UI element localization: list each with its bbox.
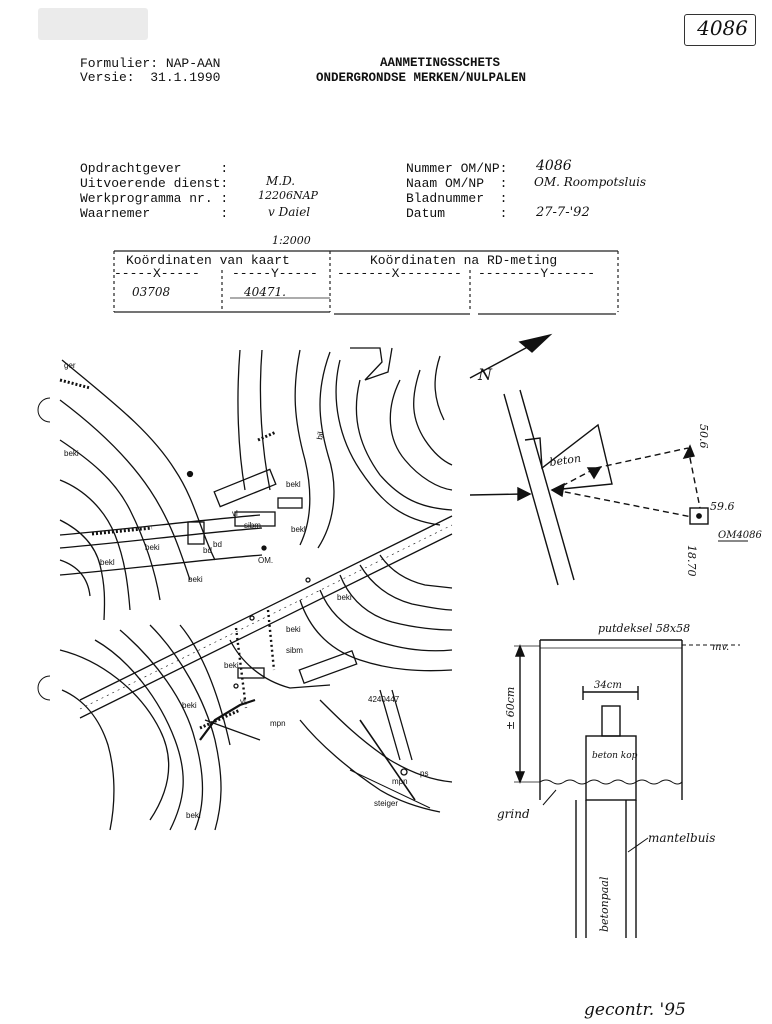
map-label-bd-1: bd xyxy=(203,546,212,555)
map-label-beki-8: beki xyxy=(182,701,197,710)
section-mantelbuis: mantelbuis xyxy=(648,831,715,845)
section-mv: mv. xyxy=(712,642,729,653)
field-label-datum: Datum : xyxy=(406,206,508,221)
map-label-bd-2: bd xyxy=(213,540,222,549)
map-label-bekl-2: bekl xyxy=(286,480,301,489)
version-label: Versie: 31.1.1990 xyxy=(80,70,221,85)
sketch-beton: beton xyxy=(549,452,582,469)
coord-x-label: -----X----- xyxy=(114,266,200,281)
map-label-num: 4240447 xyxy=(368,695,400,704)
coord-rd-y-label: --------Y------ xyxy=(478,266,596,281)
scale-note: 1:2000 xyxy=(272,234,311,247)
field-label-werkprogramma: Werkprogramma nr. : xyxy=(80,191,229,206)
field-label-naam: Naam OM/NP : xyxy=(406,176,508,191)
coord-header-rd: Koördinaten na RD-meting xyxy=(370,253,558,268)
map-label-beki-2: beki xyxy=(145,543,160,552)
map-label-beki-6: beki xyxy=(224,661,239,670)
scan-smudge xyxy=(38,8,148,40)
map-label-ps: ps xyxy=(420,769,428,778)
map-label-bekl-3: bekl xyxy=(291,525,306,534)
field-value-werkprogramma: 12206NAP xyxy=(258,189,318,202)
cross-section xyxy=(514,639,740,938)
map-label-beki-4: beki xyxy=(286,625,301,634)
checked-note: gecontr. '95 xyxy=(584,1000,686,1020)
field-label-opdrachtgever: Opdrachtgever : xyxy=(80,161,229,176)
map-label-beki-1: beki xyxy=(64,449,79,458)
field-value-datum: 27-7-'92 xyxy=(536,205,590,220)
field-value-naam: OM. Roompotsluis xyxy=(534,175,647,189)
sketch-dist-1: 59.6 xyxy=(710,500,735,513)
north-label: N xyxy=(477,365,493,384)
map-label-mpn-1: mpn xyxy=(270,719,286,728)
title-line-1: AANMETINGSSCHETS xyxy=(380,56,501,70)
coord-y-label: -----Y----- xyxy=(232,266,318,281)
map-label-beki-3: beki xyxy=(188,575,203,584)
location-sketch xyxy=(469,333,748,586)
sketch-dist-3: 18.70 xyxy=(685,545,698,577)
map-label-sibm-1: sibm xyxy=(244,521,261,530)
map-label-beki-7: beki xyxy=(186,811,201,820)
field-value-waarnemer: v Daiel xyxy=(268,205,311,219)
map-label-vl-1: vl xyxy=(232,509,238,518)
field-value-dienst: M.D. xyxy=(266,174,296,188)
section-betonpaal: betonpaal xyxy=(598,876,611,932)
coord-header-map: Koördinaten van kaart xyxy=(126,253,290,268)
section-putdeksel: putdeksel 58x58 xyxy=(598,622,690,635)
map-label-mpn-2: mpn xyxy=(392,777,408,786)
field-label-waarnemer: Waarnemer : xyxy=(80,206,229,221)
field-label-dienst: Uitvoerende dienst: xyxy=(80,176,229,191)
title-line-2: ONDERGRONDSE MERKEN/NULPALEN xyxy=(316,71,527,85)
sheet-number-box xyxy=(684,14,756,46)
section-depth: ± 60cm xyxy=(504,687,517,730)
map-label-bil: bil xyxy=(315,431,325,441)
section-grind: grind xyxy=(497,807,530,821)
map-label-om: OM. xyxy=(258,556,273,565)
sheet-number: 4086 xyxy=(697,16,748,40)
field-value-nummer: 4086 xyxy=(536,158,572,174)
map-label-vl-2: vl xyxy=(240,697,246,706)
sketch-om-label: OM4086 xyxy=(718,530,763,541)
map-label-beki-5: beki xyxy=(337,593,352,602)
field-label-nummer: Nummer OM/NP: xyxy=(406,161,508,176)
coord-rd-x-label: -------X-------- xyxy=(337,266,462,281)
sketch-dist-2: 50.6 xyxy=(697,424,710,449)
form-label: Formulier: NAP-AAN xyxy=(80,56,221,71)
map-label-ger: ger xyxy=(64,361,76,370)
coord-table-lines xyxy=(113,250,619,315)
map-label-bekl-1: bekl xyxy=(100,558,115,567)
coord-map-y: 40471. xyxy=(244,285,286,299)
field-label-bladnummer: Bladnummer : xyxy=(406,191,508,206)
section-width: 34cm xyxy=(594,680,622,691)
map-label-sibm-2: sibm xyxy=(286,646,303,655)
map-label-steiger: steiger xyxy=(374,799,398,808)
map-drawing xyxy=(37,347,453,831)
coord-map-x: 03708 xyxy=(132,285,171,299)
section-beton-kop: beton kop xyxy=(592,751,638,761)
